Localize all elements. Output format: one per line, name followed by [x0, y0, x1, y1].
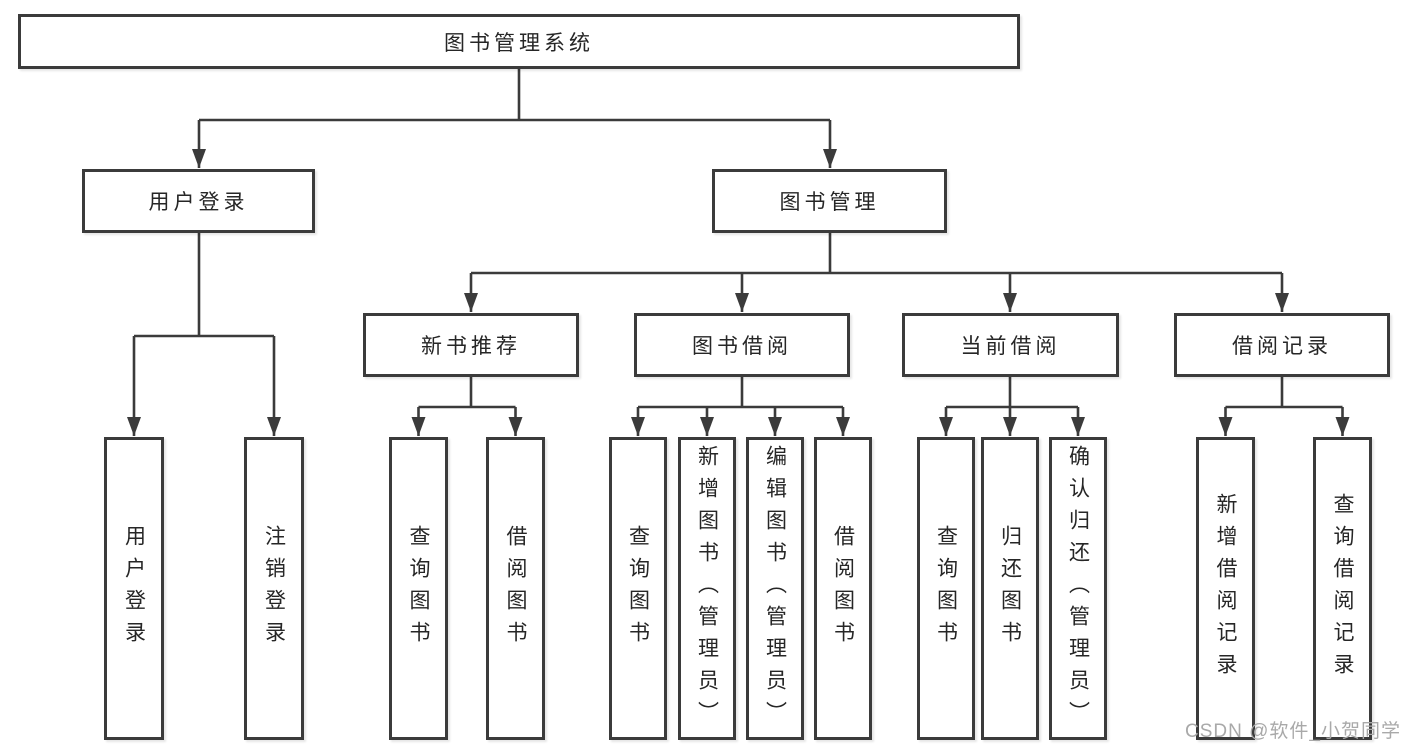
leaf-edit-book-admin: 编辑图书（管理员） — [746, 437, 804, 740]
leaf-query-books-current: 查询图书 — [917, 437, 975, 740]
leaf-confirm-return-admin: 确认归还（管理员） — [1049, 437, 1107, 740]
node-current-borrow: 当前借阅 — [902, 313, 1119, 377]
leaf-borrow-books-borrow: 借阅图书 — [814, 437, 872, 740]
node-borrow-records: 借阅记录 — [1174, 313, 1390, 377]
leaf-user-login: 用户登录 — [104, 437, 164, 740]
leaf-return-book: 归还图书 — [981, 437, 1039, 740]
csdn-watermark: CSDN @软件_小贺同学 — [1185, 721, 1401, 742]
leaf-borrow-books-recommend: 借阅图书 — [486, 437, 545, 740]
leaf-query-borrow-record: 查询借阅记录 — [1313, 437, 1372, 740]
leaf-add-book-admin: 新增图书（管理员） — [678, 437, 736, 740]
node-book-management: 图书管理 — [712, 169, 947, 233]
node-book-borrow: 图书借阅 — [634, 313, 850, 377]
leaf-query-books-borrow: 查询图书 — [609, 437, 667, 740]
leaf-query-books-recommend: 查询图书 — [389, 437, 448, 740]
node-new-book-recommend: 新书推荐 — [363, 313, 579, 377]
node-user-login: 用户登录 — [82, 169, 315, 233]
leaf-add-borrow-record: 新增借阅记录 — [1196, 437, 1255, 740]
node-library-management-system: 图书管理系统 — [18, 14, 1020, 69]
leaf-logout: 注销登录 — [244, 437, 304, 740]
